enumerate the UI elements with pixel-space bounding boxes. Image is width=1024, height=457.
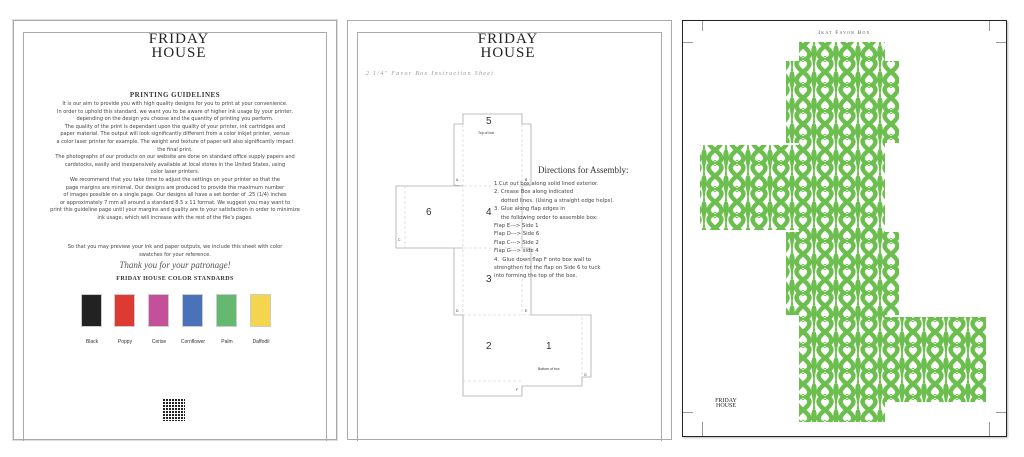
flap-e: E — [525, 309, 528, 313]
net-middle-flaps — [786, 232, 899, 315]
sheet-subtitle: 2 1/4" Favor Box Instruction Sheet — [366, 71, 495, 77]
friday-house-logo: FRIDAY HOUSE — [468, 31, 548, 61]
crop-mark — [702, 21, 703, 31]
swatch-label: Palm — [221, 339, 233, 345]
crop-mark — [683, 412, 693, 413]
color-swatch-cornflower — [182, 294, 203, 327]
guideline-line: It is our aim to provide you with high q… — [62, 101, 288, 107]
guideline-line: a color laser printer for example. The w… — [56, 139, 294, 145]
crop-mark — [989, 422, 990, 436]
flap-c: C — [398, 238, 401, 242]
guideline-line: ink usage, which will increase with the … — [97, 215, 253, 221]
guideline-line: paper material. The output will look sig… — [60, 131, 290, 138]
net-top-flaps — [786, 61, 899, 143]
flap-g: G — [584, 373, 587, 377]
guideline-line: depending on the design you choose and t… — [76, 116, 274, 123]
page-border — [357, 32, 662, 441]
swatch-label: Daffodil — [252, 339, 270, 345]
flap-f: F — [516, 388, 519, 392]
logo-line2: HOUSE — [480, 44, 536, 61]
qr-code — [163, 399, 185, 421]
net-left-panel — [700, 145, 800, 230]
direction-step: the following order to assemble box: — [494, 214, 598, 221]
preview-line: swatches for your reference. — [139, 252, 211, 258]
panel-2-label: 2 — [486, 341, 492, 352]
swatch-label: Cornflower — [180, 339, 206, 345]
net-bottom-right-panel — [885, 317, 986, 402]
color-swatch-palm — [216, 294, 237, 327]
logo-line2: HOUSE — [715, 403, 736, 410]
guideline-line: color laser printers. — [150, 169, 200, 176]
directions-title: Directions for Assembly: — [538, 165, 629, 175]
direction-step: strengthen for the flap on Side 6 to tuc… — [494, 265, 601, 271]
guideline-line: page margins are minimal. Our designs ar… — [65, 184, 285, 191]
friday-house-logo: FRIDAY HOUSE — [139, 31, 219, 61]
page-border — [23, 32, 327, 441]
color-swatch-daffodil — [250, 294, 271, 327]
guideline-line: print this guideline page until your mar… — [50, 207, 300, 214]
guideline-line: In order to uphold this standard, we wan… — [56, 108, 293, 115]
guideline-line: cardstocks, easily and inexpensively ava… — [64, 161, 286, 168]
direction-step: 1.Cut out box along solid lined exterior… — [494, 181, 599, 187]
guideline-line: The photographs of our products on our w… — [55, 154, 295, 161]
thank-you-text: Thank you for your patronage! — [119, 260, 231, 270]
page-title: PRINTING GUIDELINES — [129, 91, 221, 99]
direction-step: Flap E---> Side 1 — [494, 223, 539, 229]
guideline-line: or approximately 7 mm all around a stand… — [59, 199, 291, 206]
direction-step: into forming the top of the box. — [494, 273, 578, 280]
printing-guidelines-page: FRIDAY HOUSE PRINTING GUIDELINES It is o… — [13, 20, 337, 441]
direction-step: dotted lines. (Using a straight edge hel… — [494, 197, 615, 204]
color-swatch-black — [81, 294, 102, 327]
instruction-sheet-page: FRIDAY HOUSE 2 1/4" Favor Box Instructio… — [347, 20, 672, 441]
crop-mark — [989, 21, 990, 31]
color-swatch-cerise — [148, 294, 169, 327]
logo-line1: FRIDAY — [148, 31, 210, 47]
preview-line: So that you may preview your ink and pap… — [67, 244, 283, 250]
guideline-line: of images possible on a single page. Our… — [63, 192, 287, 199]
panel-6-label: 6 — [426, 207, 432, 218]
direction-step: 4. Glue down flap F onto box wall to — [494, 256, 592, 263]
friday-house-logo-small: FRIDAY HOUSE — [711, 398, 741, 410]
fold-lines — [404, 124, 583, 382]
logo-line2: HOUSE — [151, 44, 207, 61]
flap-b: B — [525, 178, 528, 182]
swatch-label: Poppy — [117, 339, 133, 345]
ikat-favor-box-page: Ikat Favor Box FRIDAY HOUSE — [682, 20, 1007, 437]
flap-a: A — [456, 178, 459, 182]
crop-mark — [702, 422, 703, 436]
box-outline — [395, 113, 592, 397]
panel-4-label: 4 — [486, 207, 492, 218]
page-title: Ikat Favor Box — [818, 30, 871, 36]
swatch-label: Cerise — [151, 339, 167, 345]
crop-mark — [996, 42, 1006, 43]
direction-step: 3. Glue along flap edges in — [494, 206, 566, 213]
direction-step: Flap C---> Side 2 — [494, 239, 539, 246]
direction-step: 2. Crease Box along indicated — [494, 189, 574, 196]
panel-1-label: 1 — [546, 341, 552, 352]
swatch-label: Black — [85, 339, 99, 345]
panel-5-note: Top of box — [478, 131, 495, 135]
panel-5-label: 5 — [486, 116, 492, 127]
guideline-line: the final print. — [157, 146, 193, 153]
guideline-line: The quality of the print is dependant up… — [64, 123, 286, 130]
panel-3-label: 3 — [486, 274, 492, 285]
ikat-box-net — [700, 42, 986, 422]
crop-mark — [996, 412, 1006, 413]
logo-line1: FRIDAY — [477, 31, 539, 47]
crop-mark — [683, 42, 693, 43]
flap-d: D — [456, 309, 459, 313]
panel-1-note: Bottom of box — [538, 367, 560, 371]
guideline-line: We recommend that you take time to adjus… — [70, 177, 280, 183]
direction-step: Flap D---> Side 6 — [494, 231, 540, 238]
logo-line1: FRIDAY — [715, 398, 737, 404]
direction-step: Flap G---> side 4 — [494, 248, 539, 255]
color-swatch-poppy — [114, 294, 135, 327]
color-standards-title: FRIDAY HOUSE COLOR STANDARDS — [116, 276, 234, 282]
box-template — [395, 113, 592, 397]
